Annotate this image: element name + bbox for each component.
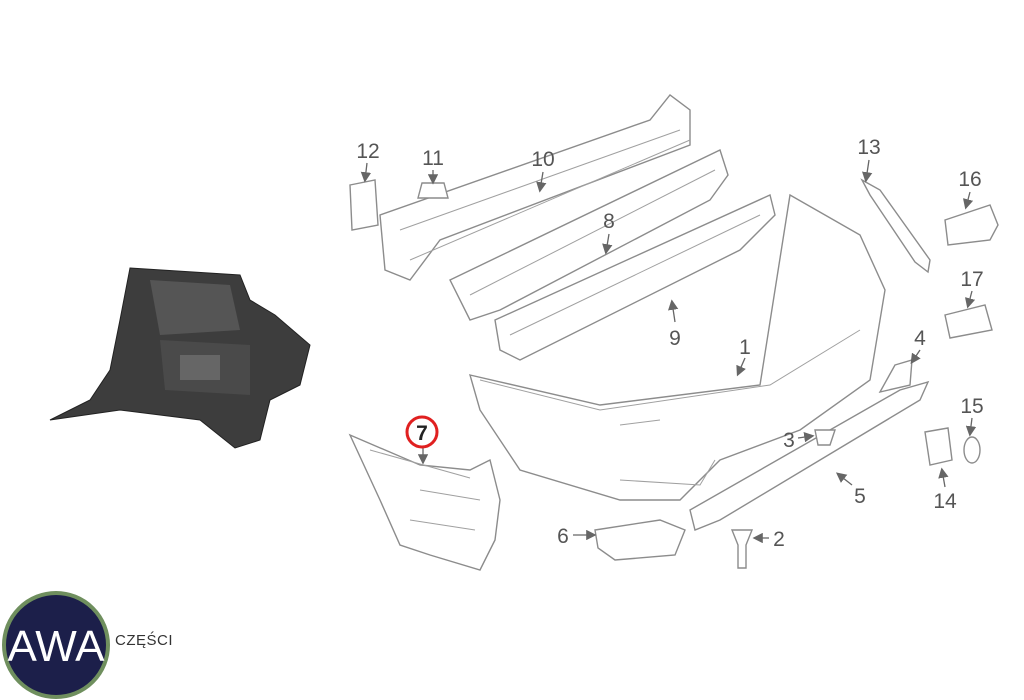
highlight-circle (405, 415, 439, 449)
part-1-bumper-cover (469, 193, 886, 501)
callout-14: 14 (933, 490, 957, 513)
part-2-screw (730, 529, 754, 569)
callout-5: 5 (854, 485, 866, 508)
callout-1: 1 (739, 336, 751, 359)
part-7-bracket (348, 433, 501, 571)
callout-9: 9 (669, 327, 681, 350)
callout-2: 2 (773, 528, 785, 551)
callout-16: 16 (958, 168, 981, 191)
part-15-ring (963, 436, 981, 464)
callout-15: 15 (960, 395, 983, 418)
callout-11: 11 (422, 147, 444, 170)
callout-arrows (360, 159, 977, 544)
part-16-sensor (944, 204, 999, 246)
part-9-absorber (494, 194, 776, 361)
part-11-nut (417, 182, 449, 199)
part-10-bumper-carrier (379, 94, 691, 281)
callout-12: 12 (356, 140, 379, 163)
logo-mark: AWA (8, 622, 106, 671)
part-12-clip (349, 179, 379, 231)
callout-6: 6 (557, 525, 569, 548)
callout-7: 7 (416, 422, 428, 445)
callout-13: 13 (857, 136, 880, 159)
part-8-absorber (449, 149, 729, 321)
part-6-trim (594, 519, 686, 561)
logo-text: CZĘŚCI (115, 632, 174, 649)
awa-logo: AWA (2, 591, 110, 699)
part-13-trim (860, 178, 931, 274)
part-17-sensor (944, 304, 993, 339)
callout-8: 8 (603, 210, 615, 233)
callout-3: 3 (783, 429, 795, 452)
part-4-bracket (878, 359, 913, 394)
bracket-photo (49, 267, 311, 449)
callout-10: 10 (531, 148, 554, 171)
callout-4: 4 (914, 327, 926, 350)
part-5-diffuser (689, 380, 930, 531)
part-3-clip (814, 429, 836, 446)
callout-17: 17 (960, 268, 983, 291)
part-14-holder (924, 427, 953, 466)
